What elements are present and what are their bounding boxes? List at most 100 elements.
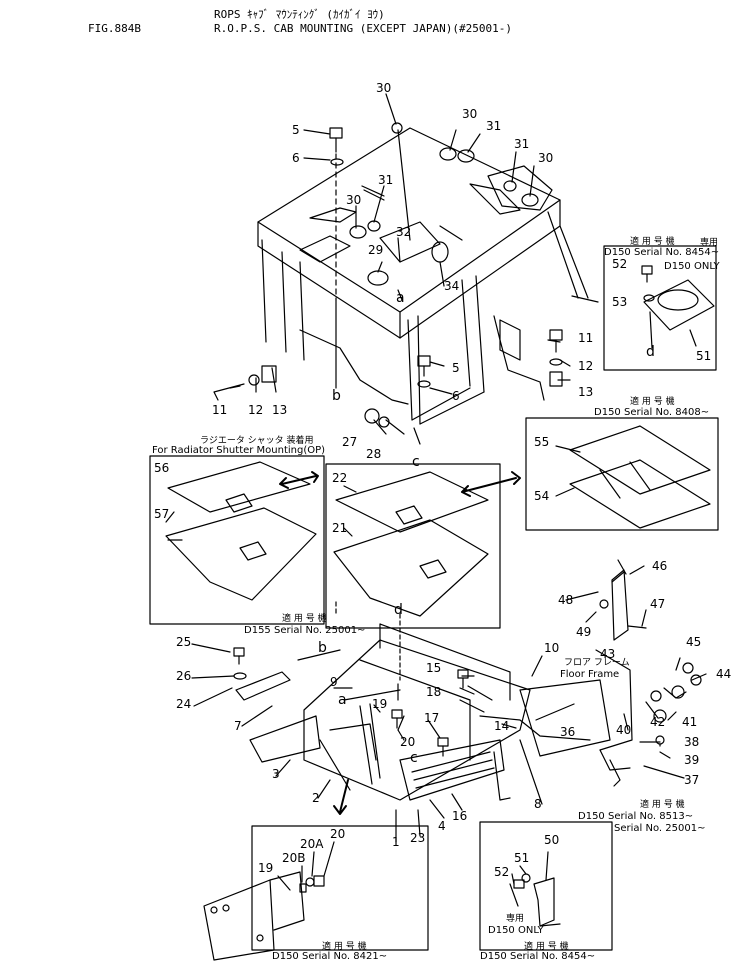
part-number-11: 11	[212, 403, 228, 417]
title-japanese: ROPS ｷｬﾌﾞ ﾏｳﾝﾃｨﾝｸﾞ (ｶｲｶﾞｲ ﾖｳ)	[214, 8, 385, 21]
rops-cab-canopy	[258, 123, 598, 424]
callout-floor-frame-jp: フロア フレーム	[564, 658, 630, 668]
callout-serial-8454-jp: 適 用 号 機	[524, 942, 569, 952]
part-number-50: 51	[514, 851, 530, 865]
part-number-27: 27	[342, 435, 358, 449]
part-number-30: 30	[538, 151, 554, 165]
callout-serial-8421: D150 Serial No. 8421~	[272, 951, 388, 962]
part-number-1: 1	[392, 835, 400, 849]
part-number-15: 15	[426, 661, 442, 675]
part-number-52: 51	[696, 349, 712, 363]
part-number-31: 31	[378, 173, 394, 187]
part-number-44: 45	[686, 635, 702, 649]
part-number-26: 26	[176, 669, 192, 683]
part-number-9: 9	[330, 675, 338, 689]
callout-d155-serial: D155 Serial No. 25001~	[244, 625, 366, 636]
part-number-20A: 20A	[300, 837, 324, 851]
part-number-14: 14	[494, 719, 510, 733]
bolt-icons	[214, 128, 562, 427]
part-number-36: 37	[684, 773, 700, 787]
part-number-8: 8	[534, 797, 542, 811]
callout-only-jp: 専用	[700, 238, 719, 248]
part-number-49: 50	[544, 833, 560, 847]
callout-serial-8454: D150 Serial No. 8454~	[480, 951, 596, 962]
part-number-53: 52	[612, 257, 628, 271]
part-number-5: 5	[452, 361, 460, 375]
ref-letter-a: a	[396, 290, 405, 306]
part-number-11: 11	[578, 331, 594, 345]
part-number-58: 57	[154, 507, 170, 521]
callout-serial-25001: Serial No. 25001~	[614, 823, 706, 834]
part-number-45: 46	[652, 559, 668, 573]
part-number-41: 42	[650, 715, 666, 729]
part-number-3: 3	[272, 767, 280, 781]
part-number-42: 43	[600, 647, 616, 661]
part-number-4: 4	[438, 819, 446, 833]
part-number-31: 31	[486, 119, 502, 133]
part-number-19: 19	[258, 861, 274, 875]
ref-letter-b: b	[318, 640, 327, 656]
part-number-6: 6	[292, 151, 300, 165]
part-number-23: 23	[410, 831, 426, 845]
part-number-33: 30	[376, 81, 392, 95]
ref-letter-c: c	[410, 750, 418, 766]
part-number-56: 55	[534, 435, 550, 449]
part-number-40: 41	[682, 715, 698, 729]
part-number-13: 13	[578, 385, 594, 399]
part-number-5: 5	[292, 123, 300, 137]
part-number-29: 29	[368, 243, 384, 257]
part-number-35: 36	[560, 725, 576, 739]
part-number-37: 38	[684, 735, 700, 749]
part-number-31: 31	[514, 137, 530, 151]
part-number-20B: 20B	[282, 851, 306, 865]
callout-serial-8454: D150 Serial No. 8454~	[604, 247, 720, 258]
part-number-24: 24	[176, 697, 192, 711]
part-number-51: 52	[494, 865, 510, 879]
callout-serial-8513-jp: 適 用 号 機	[640, 800, 685, 810]
part-number-57: 56	[154, 461, 170, 475]
part-number-6: 6	[452, 389, 460, 403]
floor-frame-assembly	[236, 560, 701, 800]
ref-letter-d: d	[646, 344, 655, 360]
part-number-19: 19	[372, 697, 388, 711]
callout-serial-8408: D150 Serial No. 8408~	[594, 407, 710, 418]
part-number-20: 20	[330, 827, 346, 841]
part-number-28: 28	[366, 447, 382, 461]
part-number-13: 13	[272, 403, 288, 417]
part-number-25: 25	[176, 635, 192, 649]
part-number-12: 12	[248, 403, 264, 417]
callout-d150-only: D150 ONLY	[488, 925, 544, 936]
ref-letter-a: a	[338, 692, 347, 708]
callout-only-jp: 専用	[506, 914, 525, 924]
part-number-16: 16	[452, 809, 468, 823]
part-number-55: 54	[534, 489, 550, 503]
part-number-54: 53	[612, 295, 628, 309]
part-number-39: 40	[616, 723, 632, 737]
part-number-30: 30	[346, 193, 362, 207]
figure-number: FIG.884B	[88, 22, 141, 35]
part-number-30: 30	[462, 107, 478, 121]
callout-radiator-shutter: For Radiator Shutter Mounting(OP)	[152, 445, 326, 456]
part-number-10: 10	[544, 641, 560, 655]
diagram-title: R.O.P.S. CAB MOUNTING (EXCEPT JAPAN)(#25…	[214, 22, 513, 35]
part-number-32: 32	[396, 225, 412, 239]
part-number-12: 12	[578, 359, 594, 373]
callout-d150-only: D150 ONLY	[664, 261, 720, 272]
callout-radiator-shutter-jp: ラジエータ シャッタ 装着用	[200, 436, 314, 446]
part-number-18: 18	[426, 685, 442, 699]
part-number-21: 21	[332, 521, 348, 535]
part-number-20: 20	[400, 735, 416, 749]
part-number-7: 7	[234, 719, 242, 733]
part-number-38: 39	[684, 753, 700, 767]
ref-letter-d: d	[394, 602, 403, 618]
part-number-2: 2	[312, 791, 320, 805]
part-number-17: 17	[424, 711, 440, 725]
part-number-48: 49	[576, 625, 592, 639]
callout-serial-8513: D150 Serial No. 8513~	[578, 811, 694, 822]
part-number-22: 22	[332, 471, 348, 485]
callout-floor-frame: Floor Frame	[560, 669, 620, 680]
ref-letter-c: c	[412, 454, 420, 470]
callout-serial-8454-jp: 適 用 号 機	[630, 237, 675, 247]
callout-serial-8421-jp: 適 用 号 機	[322, 942, 367, 952]
